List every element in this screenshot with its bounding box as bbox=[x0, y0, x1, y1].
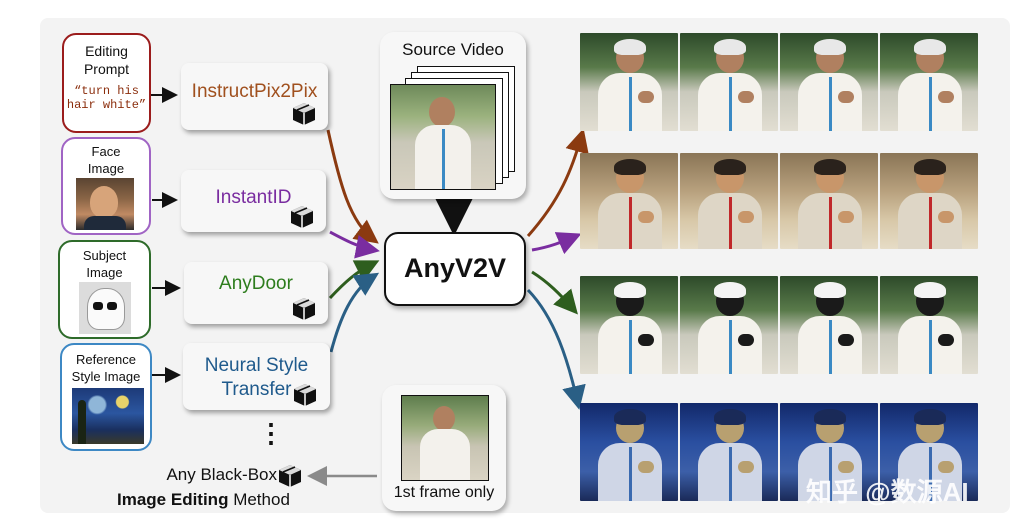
arrow-anyv2v-to-row4 bbox=[526, 288, 586, 410]
source-video-label: Source Video bbox=[402, 40, 504, 59]
editing-prompt-label: Editing Prompt bbox=[83, 43, 130, 77]
edited-frame-face-swap bbox=[880, 153, 978, 249]
face-image-photo bbox=[76, 178, 134, 230]
reference-style-box: Reference Style Image bbox=[60, 343, 152, 451]
editor-instructpix2pix: InstructPix2Pix bbox=[181, 63, 328, 130]
source-video-box: Source Video bbox=[380, 32, 526, 199]
first-frame-photo bbox=[401, 395, 489, 481]
editing-prompt-box: Editing Prompt “turn his hair white” bbox=[62, 33, 151, 133]
arrow-anyv2v-to-row1 bbox=[526, 128, 589, 237]
subject-image-photo bbox=[79, 282, 131, 334]
editor-nst-label: Neural Style Transfer bbox=[204, 355, 309, 400]
edited-frame-starry-style bbox=[880, 403, 978, 501]
arrow-anyv2v-to-row3 bbox=[531, 270, 578, 315]
edited-frame-starry-style bbox=[680, 403, 778, 501]
arrow-instantid-to-anyv2v bbox=[329, 230, 380, 259]
edited-frame-stormtrooper bbox=[680, 276, 778, 374]
blackbox-cube-icon bbox=[279, 465, 301, 487]
subject-image-box: Subject Image bbox=[58, 240, 151, 339]
editor-instructpix2pix-label: InstructPix2Pix bbox=[191, 81, 318, 102]
arrow-anydoor-to-anyv2v bbox=[328, 260, 380, 300]
face-image-label: Face Image bbox=[87, 144, 125, 176]
edited-frame-face-swap bbox=[580, 153, 678, 249]
editor-neural-style-transfer: Neural Style Transfer bbox=[183, 343, 330, 410]
anyv2v-box: AnyV2V bbox=[384, 232, 526, 306]
blackbox-cube-icon bbox=[294, 384, 316, 406]
edited-frame-white-hair bbox=[880, 33, 978, 131]
watermark: 知乎 @数源AI bbox=[806, 477, 969, 507]
blackbox-line2-rest: Method bbox=[228, 490, 290, 509]
editor-anydoor: AnyDoor bbox=[184, 262, 328, 324]
first-frame-box: 1st frame only bbox=[382, 385, 506, 511]
blackbox-cube-icon bbox=[291, 206, 313, 228]
editing-prompt-text: “turn his hair white” bbox=[66, 84, 147, 112]
arrow-anyv2v-to-row2 bbox=[531, 232, 582, 255]
blackbox-line2-bold: Image Editing bbox=[117, 490, 229, 509]
edited-frame-stormtrooper bbox=[880, 276, 978, 374]
edited-frame-stormtrooper bbox=[780, 276, 878, 374]
editor-instantid-label: InstantID bbox=[215, 187, 292, 208]
face-image-box: Face Image bbox=[61, 137, 151, 235]
blackbox-cube-icon bbox=[293, 298, 315, 320]
blackbox-line2: Image Editing Method bbox=[117, 490, 290, 510]
edited-frame-starry-style bbox=[580, 403, 678, 501]
edited-frame-face-swap bbox=[680, 153, 778, 249]
edited-frame-white-hair bbox=[780, 33, 878, 131]
blackbox-line1: Any Black-Box bbox=[166, 465, 277, 484]
edited-frame-stormtrooper bbox=[580, 276, 678, 374]
more-editors-ellipsis: ⋮ bbox=[258, 418, 284, 448]
arrow-instructpix2pix-to-anyv2v bbox=[326, 129, 379, 244]
edited-frame-face-swap bbox=[780, 153, 878, 249]
arrow-style-to-anyv2v bbox=[329, 272, 380, 353]
edited-frame-starry-style bbox=[780, 403, 878, 501]
blackbox-cube-icon bbox=[293, 103, 315, 125]
first-frame-label: 1st frame only bbox=[393, 484, 495, 501]
source-video-frame bbox=[390, 84, 496, 190]
editor-anydoor-label: AnyDoor bbox=[219, 273, 293, 294]
starry-night-photo bbox=[72, 388, 144, 444]
edited-frame-white-hair bbox=[580, 33, 678, 131]
reference-style-label: Reference Style Image bbox=[71, 352, 141, 384]
edited-frame-white-hair bbox=[680, 33, 778, 131]
subject-image-label: Subject Image bbox=[82, 248, 127, 280]
